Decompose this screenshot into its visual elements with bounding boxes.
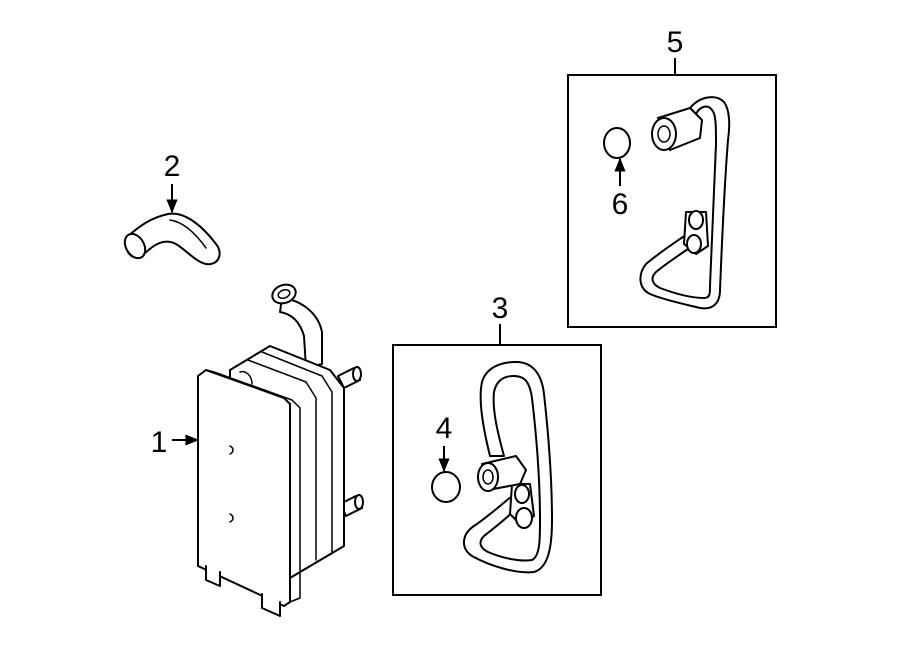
- callout-2: 2: [164, 150, 181, 183]
- o-ring-part-4: [431, 471, 461, 503]
- o-ring-part-6: [603, 127, 631, 159]
- callout-6: 6: [612, 188, 629, 221]
- callout-3: 3: [492, 292, 509, 325]
- callout-4: 4: [436, 412, 453, 445]
- oil-line-part-3: [463, 361, 553, 574]
- callout-1: 1: [151, 426, 168, 459]
- callout-5: 5: [667, 26, 684, 59]
- oil-cooler-part-1: [197, 283, 364, 617]
- oil-line-part-5: [639, 96, 731, 310]
- hose-part-2: [123, 212, 221, 266]
